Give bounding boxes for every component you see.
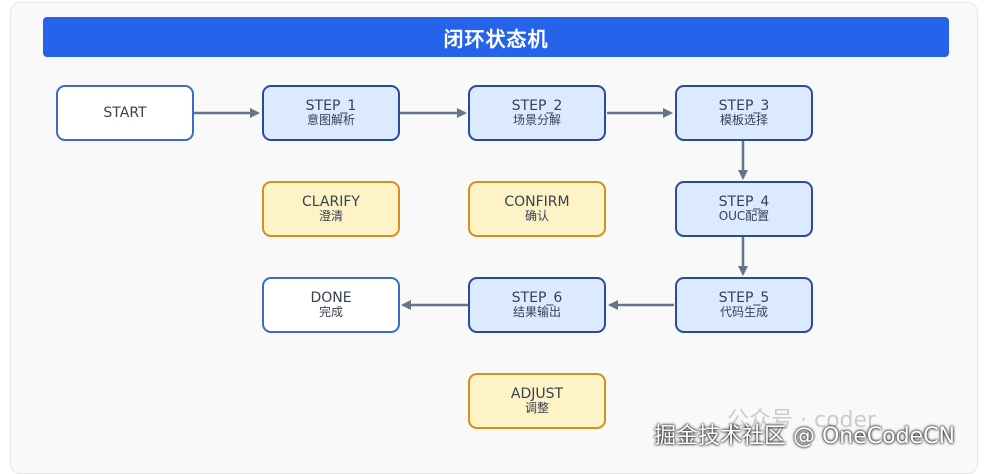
node-step-3-sub: 模板选择: [719, 113, 768, 128]
node-step-6: STEP_6 结果输出: [468, 277, 606, 333]
node-step-6-sub: 结果输出: [512, 305, 561, 320]
node-step-4-code: STEP_4: [718, 194, 770, 211]
node-step-3-code: STEP_3: [718, 98, 770, 115]
node-step-2: STEP_2 场景分解: [468, 85, 606, 141]
node-step-2-code: STEP_2: [511, 98, 563, 115]
node-adjust-sub: 调整: [524, 401, 549, 416]
node-step-5-code: STEP_5: [718, 290, 770, 307]
node-done-sub: 完成: [318, 305, 343, 320]
footer-credit: 掘金技术社区 @ OneCodeCN: [654, 424, 955, 449]
node-adjust: ADJUST 调整: [468, 373, 606, 429]
node-step-6-code: STEP_6: [511, 290, 563, 307]
node-confirm: CONFIRM 确认: [468, 181, 606, 237]
node-step-1-sub: 意图解析: [306, 113, 355, 128]
watermark-text: 公众号 · coder: [727, 408, 877, 433]
node-done: DONE 完成: [262, 277, 400, 333]
node-confirm-code: CONFIRM: [504, 194, 570, 211]
node-clarify-code: CLARIFY: [302, 194, 360, 211]
diagram-title: 闭环状态机: [43, 17, 949, 57]
node-step-4-sub: OUC配置: [718, 209, 770, 224]
node-step-5-sub: 代码生成: [719, 305, 768, 320]
node-step-5: STEP_5 代码生成: [675, 277, 813, 333]
node-step-1: STEP_1 意图解析: [262, 85, 400, 141]
node-adjust-code: ADJUST: [510, 386, 564, 403]
node-step-3: STEP_3 模板选择: [675, 85, 813, 141]
node-clarify-sub: 澄清: [318, 209, 343, 224]
node-step-1-code: STEP_1: [305, 98, 357, 115]
node-clarify: CLARIFY 澄清: [262, 181, 400, 237]
node-start-code: START: [103, 104, 147, 121]
node-confirm-sub: 确认: [524, 209, 549, 224]
node-start: START: [56, 85, 194, 141]
node-step-2-sub: 场景分解: [512, 113, 561, 128]
node-done-code: DONE: [310, 290, 352, 307]
edges-layer: [194, 108, 748, 310]
node-step-4: STEP_4 OUC配置: [675, 181, 813, 237]
